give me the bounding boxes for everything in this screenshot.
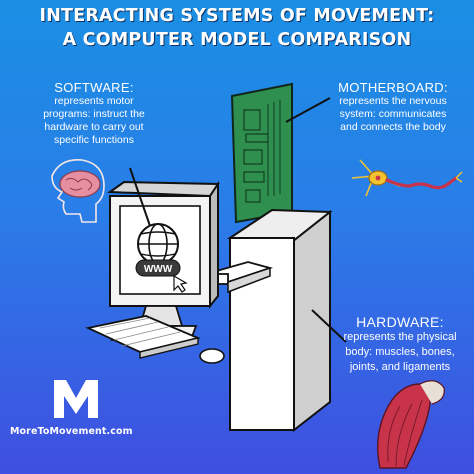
title-line-1: INTERACTING SYSTEMS OF MOVEMENT: bbox=[39, 6, 435, 26]
page-title: INTERACTING SYSTEMS OF MOVEMENT: A COMPU… bbox=[0, 4, 474, 52]
software-line: hardware to carry out bbox=[44, 121, 144, 133]
software-line: programs: instruct the bbox=[43, 108, 145, 120]
hardware-line: represents the physical bbox=[343, 331, 457, 343]
motherboard-line: and connects the body bbox=[340, 121, 446, 133]
motherboard-callout: MOTHERBOARD: represents the nervous syst… bbox=[322, 80, 464, 134]
software-pointer bbox=[129, 167, 151, 227]
computer-monitor bbox=[85, 180, 225, 364]
title-line-2: A COMPUTER MODEL COMPARISON bbox=[62, 30, 412, 50]
hardware-line: body: muscles, bones, bbox=[345, 346, 455, 358]
hardware-callout: HARDWARE: represents the physical body: … bbox=[330, 314, 470, 375]
computer-tower bbox=[203, 208, 333, 433]
cursor-icon bbox=[173, 274, 188, 293]
www-label: WWW bbox=[144, 264, 173, 275]
muscle-icon bbox=[377, 380, 445, 469]
motherboard-description: represents the nervous system: communica… bbox=[322, 95, 464, 134]
software-callout: SOFTWARE: represents motor programs: ins… bbox=[24, 80, 164, 147]
m-logo-icon bbox=[54, 380, 98, 418]
hardware-pointer bbox=[311, 309, 347, 343]
motherboard-board bbox=[230, 82, 293, 224]
motherboard-line: represents the nervous bbox=[339, 95, 447, 107]
motherboard-pointer bbox=[285, 97, 331, 123]
software-heading: SOFTWARE: bbox=[54, 80, 134, 95]
hardware-description: represents the physical body: muscles, b… bbox=[330, 330, 470, 375]
hardware-heading: HARDWARE: bbox=[356, 314, 444, 330]
hardware-line: joints, and ligaments bbox=[349, 361, 451, 373]
motherboard-line: system: communicates bbox=[339, 108, 447, 120]
software-description: represents motor programs: instruct the … bbox=[24, 95, 164, 147]
software-line: specific functions bbox=[54, 134, 134, 146]
software-line: represents motor bbox=[54, 95, 134, 107]
globe-icon bbox=[135, 223, 181, 277]
brand-url: MoreToMovement.com bbox=[10, 426, 133, 437]
motherboard-heading: MOTHERBOARD: bbox=[338, 80, 448, 95]
brain-icon bbox=[51, 159, 105, 223]
neuron-icon bbox=[351, 159, 463, 197]
